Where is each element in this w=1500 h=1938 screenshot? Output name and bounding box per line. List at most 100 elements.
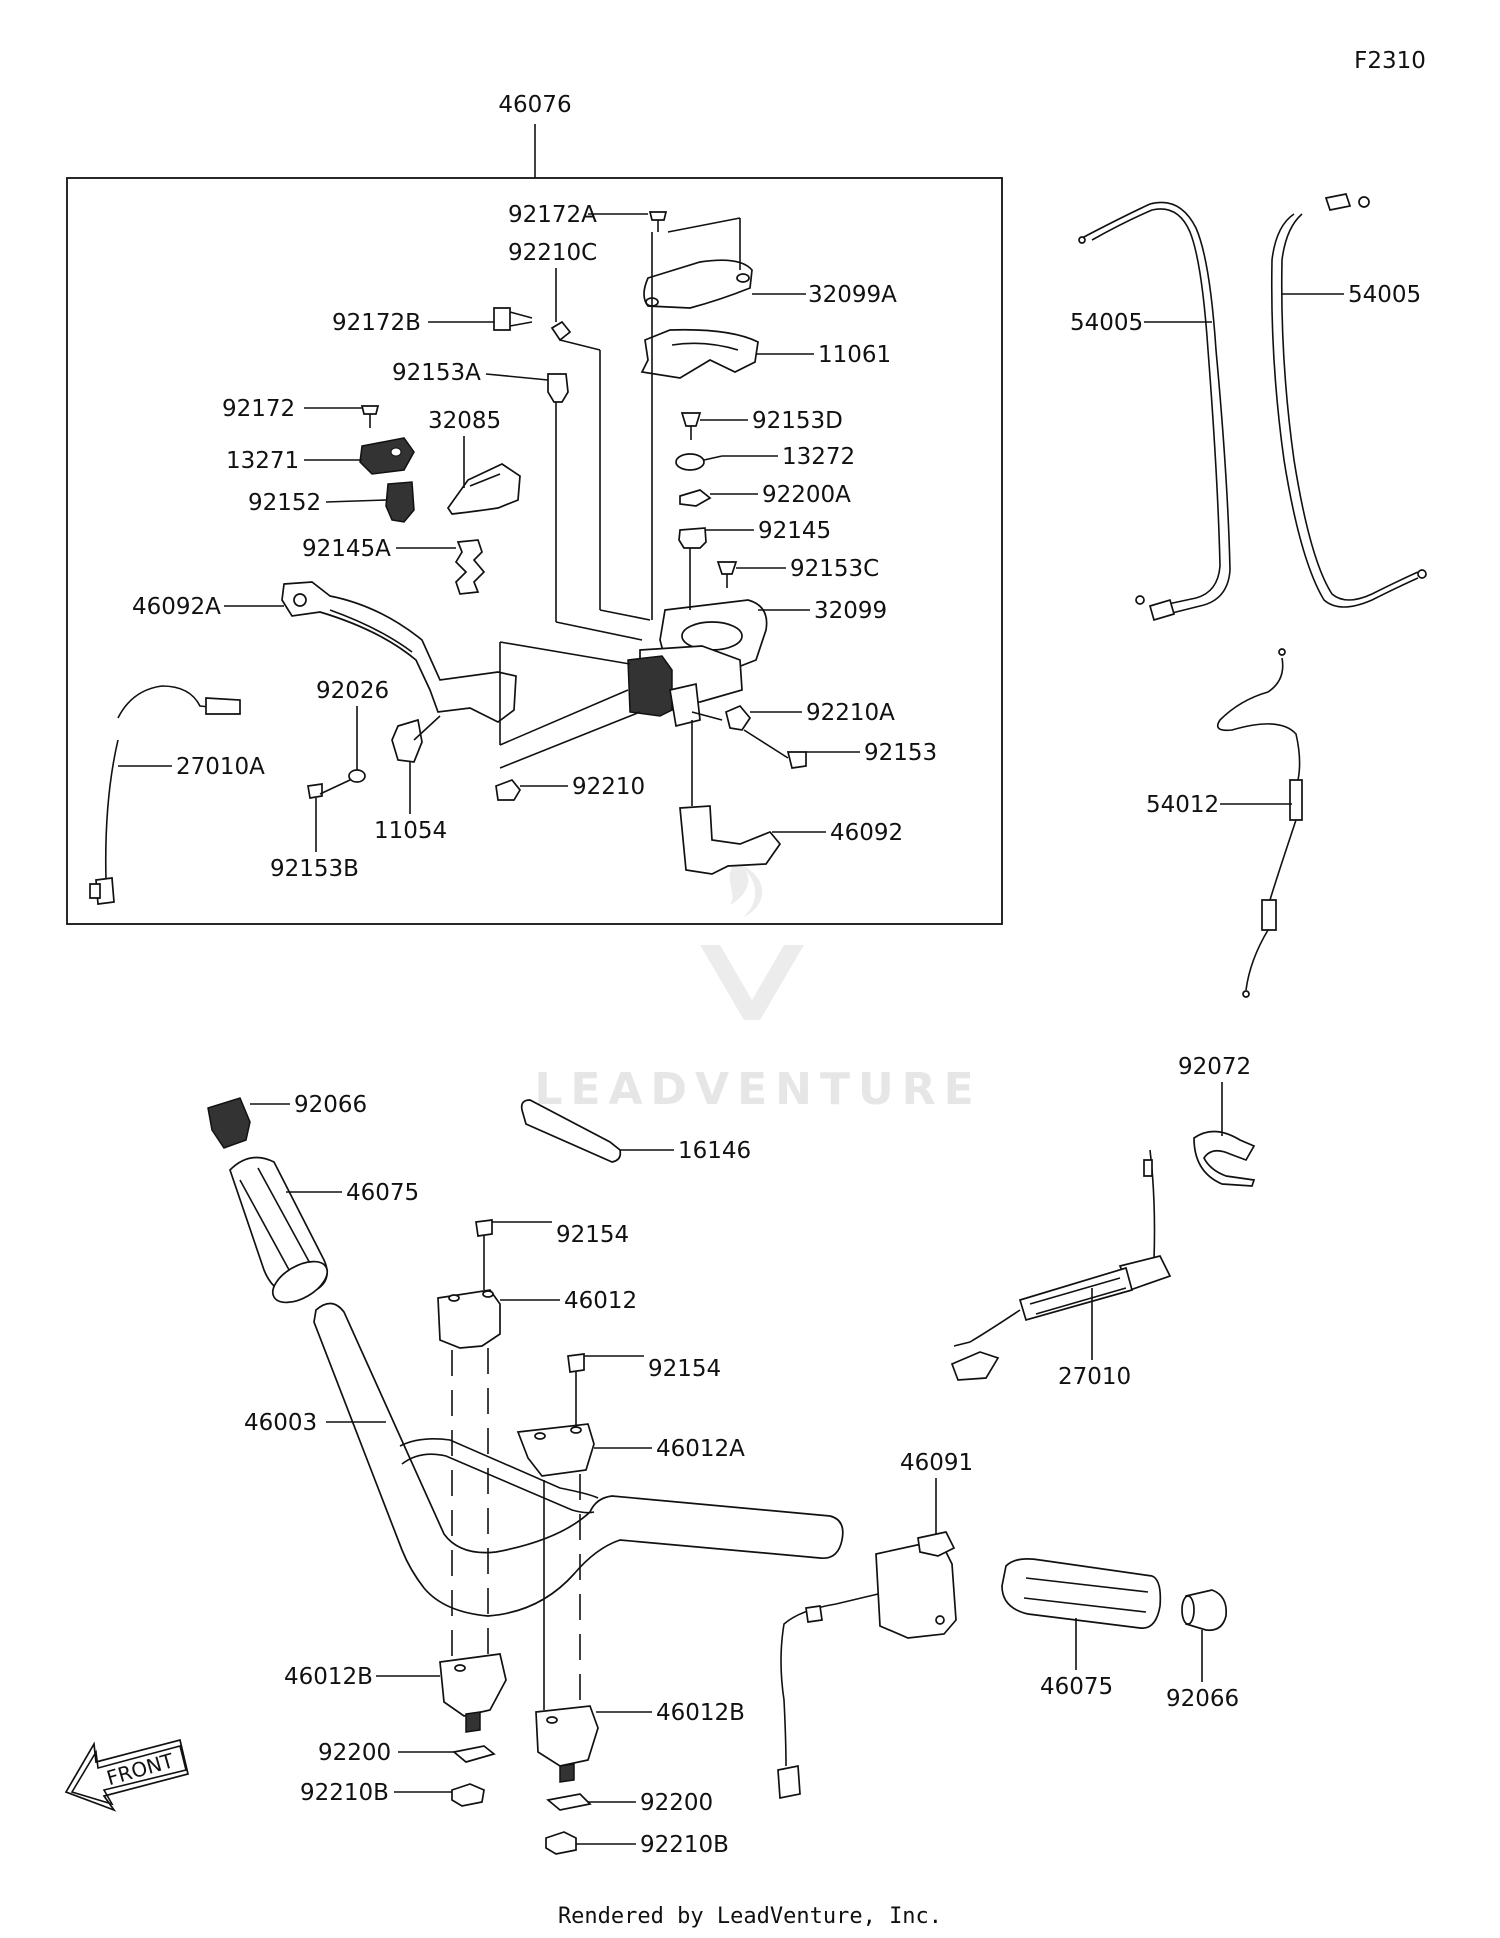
part-92200-right[interactable] <box>546 1793 592 1811</box>
part-54012[interactable] <box>1216 648 1303 998</box>
label-13271: 13271 <box>226 448 299 474</box>
part-92153D[interactable] <box>680 412 702 440</box>
label-13272: 13272 <box>782 444 855 470</box>
part-92145[interactable] <box>678 527 707 549</box>
label-92200-left: 92200 <box>318 1740 391 1766</box>
part-46012[interactable] <box>437 1289 501 1349</box>
part-92210[interactable] <box>495 778 522 801</box>
assembly-label: 46076 <box>498 92 571 118</box>
part-92210C[interactable] <box>550 320 572 342</box>
watermark-logo <box>700 862 804 1020</box>
label-92066-right: 92066 <box>1166 1686 1239 1712</box>
part-92153[interactable] <box>786 751 807 769</box>
label-92172B: 92172B <box>332 310 421 336</box>
part-92072[interactable] <box>1193 1130 1256 1187</box>
label-92153: 92153 <box>864 740 937 766</box>
part-92154-upper[interactable] <box>475 1219 493 1260</box>
part-92210A[interactable] <box>724 704 752 731</box>
label-54012: 54012 <box>1146 792 1219 818</box>
label-46003: 46003 <box>244 1410 317 1436</box>
part-92153B[interactable] <box>307 783 323 799</box>
part-92210B-left[interactable] <box>451 1783 485 1807</box>
label-92153D: 92153D <box>752 408 843 434</box>
figure-code: F2310 <box>1354 48 1426 74</box>
label-46075-left: 46075 <box>346 1180 419 1206</box>
label-46091: 46091 <box>900 1450 973 1476</box>
label-92210B-left: 92210B <box>300 1780 389 1806</box>
label-11054: 11054 <box>374 818 447 844</box>
label-92026: 92026 <box>316 678 389 704</box>
part-27010[interactable] <box>950 1149 1172 1381</box>
part-46003[interactable] <box>313 1302 844 1617</box>
label-92153C: 92153C <box>790 556 879 582</box>
label-92153B: 92153B <box>270 856 359 882</box>
part-92066-left[interactable] <box>207 1097 251 1149</box>
label-32085: 32085 <box>428 408 501 434</box>
part-92153A[interactable] <box>547 373 569 403</box>
label-54005-right: 54005 <box>1348 282 1421 308</box>
label-46012: 46012 <box>564 1288 637 1314</box>
part-92172[interactable] <box>360 405 380 428</box>
part-32099A[interactable] <box>643 259 753 309</box>
label-92210B-right: 92210B <box>640 1832 729 1858</box>
part-46091[interactable] <box>777 1531 957 1800</box>
label-92210C: 92210C <box>508 240 597 266</box>
part-92152[interactable] <box>385 481 415 523</box>
part-11061[interactable] <box>640 328 759 379</box>
label-46012B-right: 46012B <box>656 1700 745 1726</box>
label-16146: 16146 <box>678 1138 751 1164</box>
part-92154-lower[interactable] <box>567 1353 585 1396</box>
part-46012B-left[interactable] <box>439 1653 507 1733</box>
label-32099A: 32099A <box>808 282 897 308</box>
label-92072: 92072 <box>1178 1054 1251 1080</box>
part-54005-left[interactable] <box>1078 201 1231 622</box>
label-92145A: 92145A <box>302 536 391 562</box>
label-46075-right: 46075 <box>1040 1674 1113 1700</box>
part-46075-right[interactable] <box>1001 1558 1162 1629</box>
label-92210A: 92210A <box>806 700 895 726</box>
part-92200-left[interactable] <box>452 1745 496 1763</box>
watermark-text: LEADVENTURE <box>534 1064 981 1115</box>
label-92152: 92152 <box>248 490 321 516</box>
part-92145A[interactable] <box>454 539 486 595</box>
label-46092A: 46092A <box>132 594 221 620</box>
part-46012A[interactable] <box>516 1423 595 1477</box>
master-cylinder-body[interactable] <box>627 645 743 728</box>
label-92210: 92210 <box>572 774 645 800</box>
part-11054[interactable] <box>391 718 423 763</box>
part-13272[interactable] <box>675 453 723 471</box>
assembly-guide-lines <box>319 217 789 806</box>
part-46075-left[interactable] <box>229 1156 334 1311</box>
label-54005-left: 54005 <box>1070 310 1143 336</box>
label-92145: 92145 <box>758 518 831 544</box>
part-92153C[interactable] <box>716 561 738 588</box>
label-92172A: 92172A <box>508 202 597 228</box>
footer-credit: Rendered by LeadVenture, Inc. <box>558 1904 942 1929</box>
part-92066-right[interactable] <box>1181 1589 1228 1632</box>
part-92172B[interactable] <box>493 307 533 331</box>
lower-guide-lines <box>451 1260 581 1710</box>
label-46012B-left: 46012B <box>284 1664 373 1690</box>
label-27010A: 27010A <box>176 754 265 780</box>
label-46092: 46092 <box>830 820 903 846</box>
part-32085[interactable] <box>446 463 521 515</box>
part-46012B-right[interactable] <box>535 1705 599 1783</box>
part-27010A[interactable] <box>89 685 241 905</box>
part-54005-right[interactable] <box>1270 193 1427 608</box>
assembly-box <box>66 177 1003 925</box>
front-arrow: FRONT <box>64 1738 190 1812</box>
part-46092[interactable] <box>679 805 782 875</box>
part-46092A[interactable] <box>281 581 517 723</box>
leader-92152 <box>325 499 387 503</box>
label-27010: 27010 <box>1058 1364 1131 1390</box>
part-92172A[interactable] <box>648 211 668 232</box>
label-11061: 11061 <box>818 342 891 368</box>
label-92154-lower: 92154 <box>648 1356 721 1382</box>
part-92200A[interactable] <box>679 489 712 507</box>
part-13271[interactable] <box>359 437 415 475</box>
part-92210B-right[interactable] <box>545 1831 577 1855</box>
label-32099: 32099 <box>814 598 887 624</box>
part-92026[interactable] <box>348 769 366 783</box>
label-92172: 92172 <box>222 396 295 422</box>
